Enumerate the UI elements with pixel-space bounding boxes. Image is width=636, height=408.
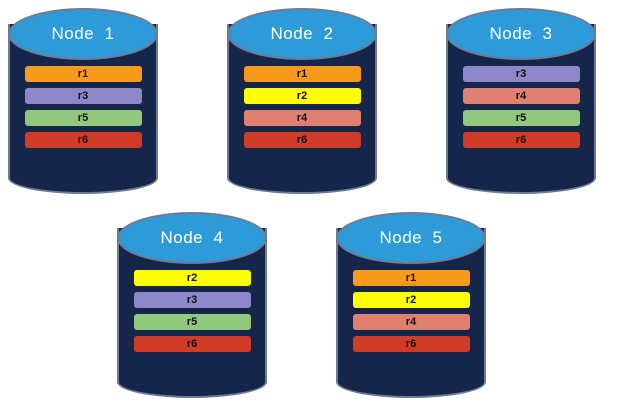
cylinder-top-ellipse <box>8 8 158 60</box>
replica-list: r1 r3 r5 r6 <box>8 66 158 148</box>
replica-bar[interactable]: r6 <box>352 336 470 352</box>
cylinder-top-ellipse <box>117 212 267 264</box>
replica-bar[interactable]: r1 <box>352 270 470 286</box>
replica-bar[interactable]: r2 <box>352 292 470 308</box>
replica-bar[interactable]: r5 <box>462 110 580 126</box>
replica-bar[interactable]: r1 <box>24 66 142 82</box>
replica-bar[interactable]: r4 <box>243 110 361 126</box>
replica-bar[interactable]: r4 <box>462 88 580 104</box>
cylinder-top-ellipse <box>446 8 596 60</box>
replica-bar[interactable]: r6 <box>24 132 142 148</box>
replica-list: r3 r4 r5 r6 <box>446 66 596 148</box>
replica-bar[interactable]: r4 <box>352 314 470 330</box>
replica-bar[interactable]: r6 <box>133 336 251 352</box>
replica-bar[interactable]: r2 <box>133 270 251 286</box>
replica-bar[interactable]: r2 <box>243 88 361 104</box>
replica-list: r2 r3 r5 r6 <box>117 270 267 352</box>
replica-bar[interactable]: r1 <box>243 66 361 82</box>
replica-bar[interactable]: r3 <box>133 292 251 308</box>
replica-bar[interactable]: r6 <box>462 132 580 148</box>
replica-list: r1 r2 r4 r6 <box>227 66 377 148</box>
replica-bar[interactable]: r3 <box>462 66 580 82</box>
replica-bar[interactable]: r3 <box>24 88 142 104</box>
cylinder-top-ellipse <box>227 8 377 60</box>
replica-bar[interactable]: r5 <box>133 314 251 330</box>
replica-list: r1 r2 r4 r6 <box>336 270 486 352</box>
replica-bar[interactable]: r5 <box>24 110 142 126</box>
cylinder-top-ellipse <box>336 212 486 264</box>
cylinder-icon <box>8 8 158 194</box>
replica-bar[interactable]: r6 <box>243 132 361 148</box>
